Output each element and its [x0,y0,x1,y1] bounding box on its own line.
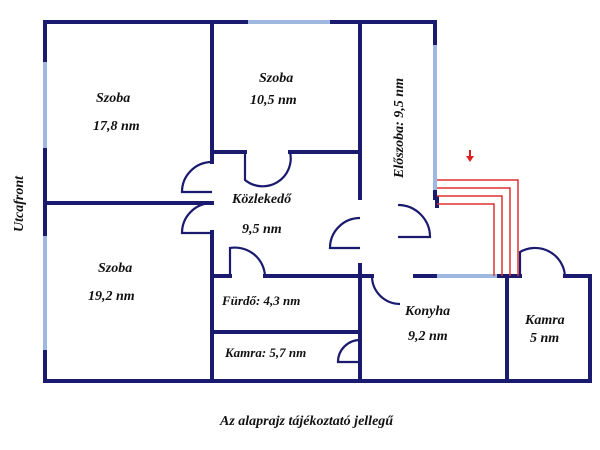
room-kamra-5-area: 5 nm [530,331,559,346]
room-kozlekedo-name: Közlekedő [231,192,292,207]
stairs [437,150,519,276]
room-szoba-10-5-area: 10,5 nm [250,93,297,108]
footer-note: Az alaprajz tájékoztató jellegű [219,414,394,429]
room-kozlekedo-area: 9,5 nm [242,222,282,237]
room-szoba-17-8-name: Szoba [96,91,130,106]
doors [180,151,567,364]
windows [43,20,497,350]
room-szoba-19-2-name: Szoba [98,261,132,276]
entrance-arrow-icon [466,156,474,162]
room-szoba-17-8-area: 17,8 nm [93,119,140,134]
room-furdo-label: Fürdő: 4,3 nm [221,293,300,308]
room-eloszoba-label: Előszoba: 9,5 nm [392,78,407,179]
room-kamra-5-name: Kamra [524,313,565,328]
room-konyha-name: Konyha [404,304,450,319]
room-szoba-19-2-area: 19,2 nm [88,289,135,304]
walls [43,20,592,383]
room-konyha-area: 9,2 nm [408,329,448,344]
room-szoba-10-5-name: Szoba [259,71,293,86]
street-front-label: Utcafront [12,175,27,232]
room-kamra-5-7-label: Kamra: 5,7 nm [224,345,306,360]
